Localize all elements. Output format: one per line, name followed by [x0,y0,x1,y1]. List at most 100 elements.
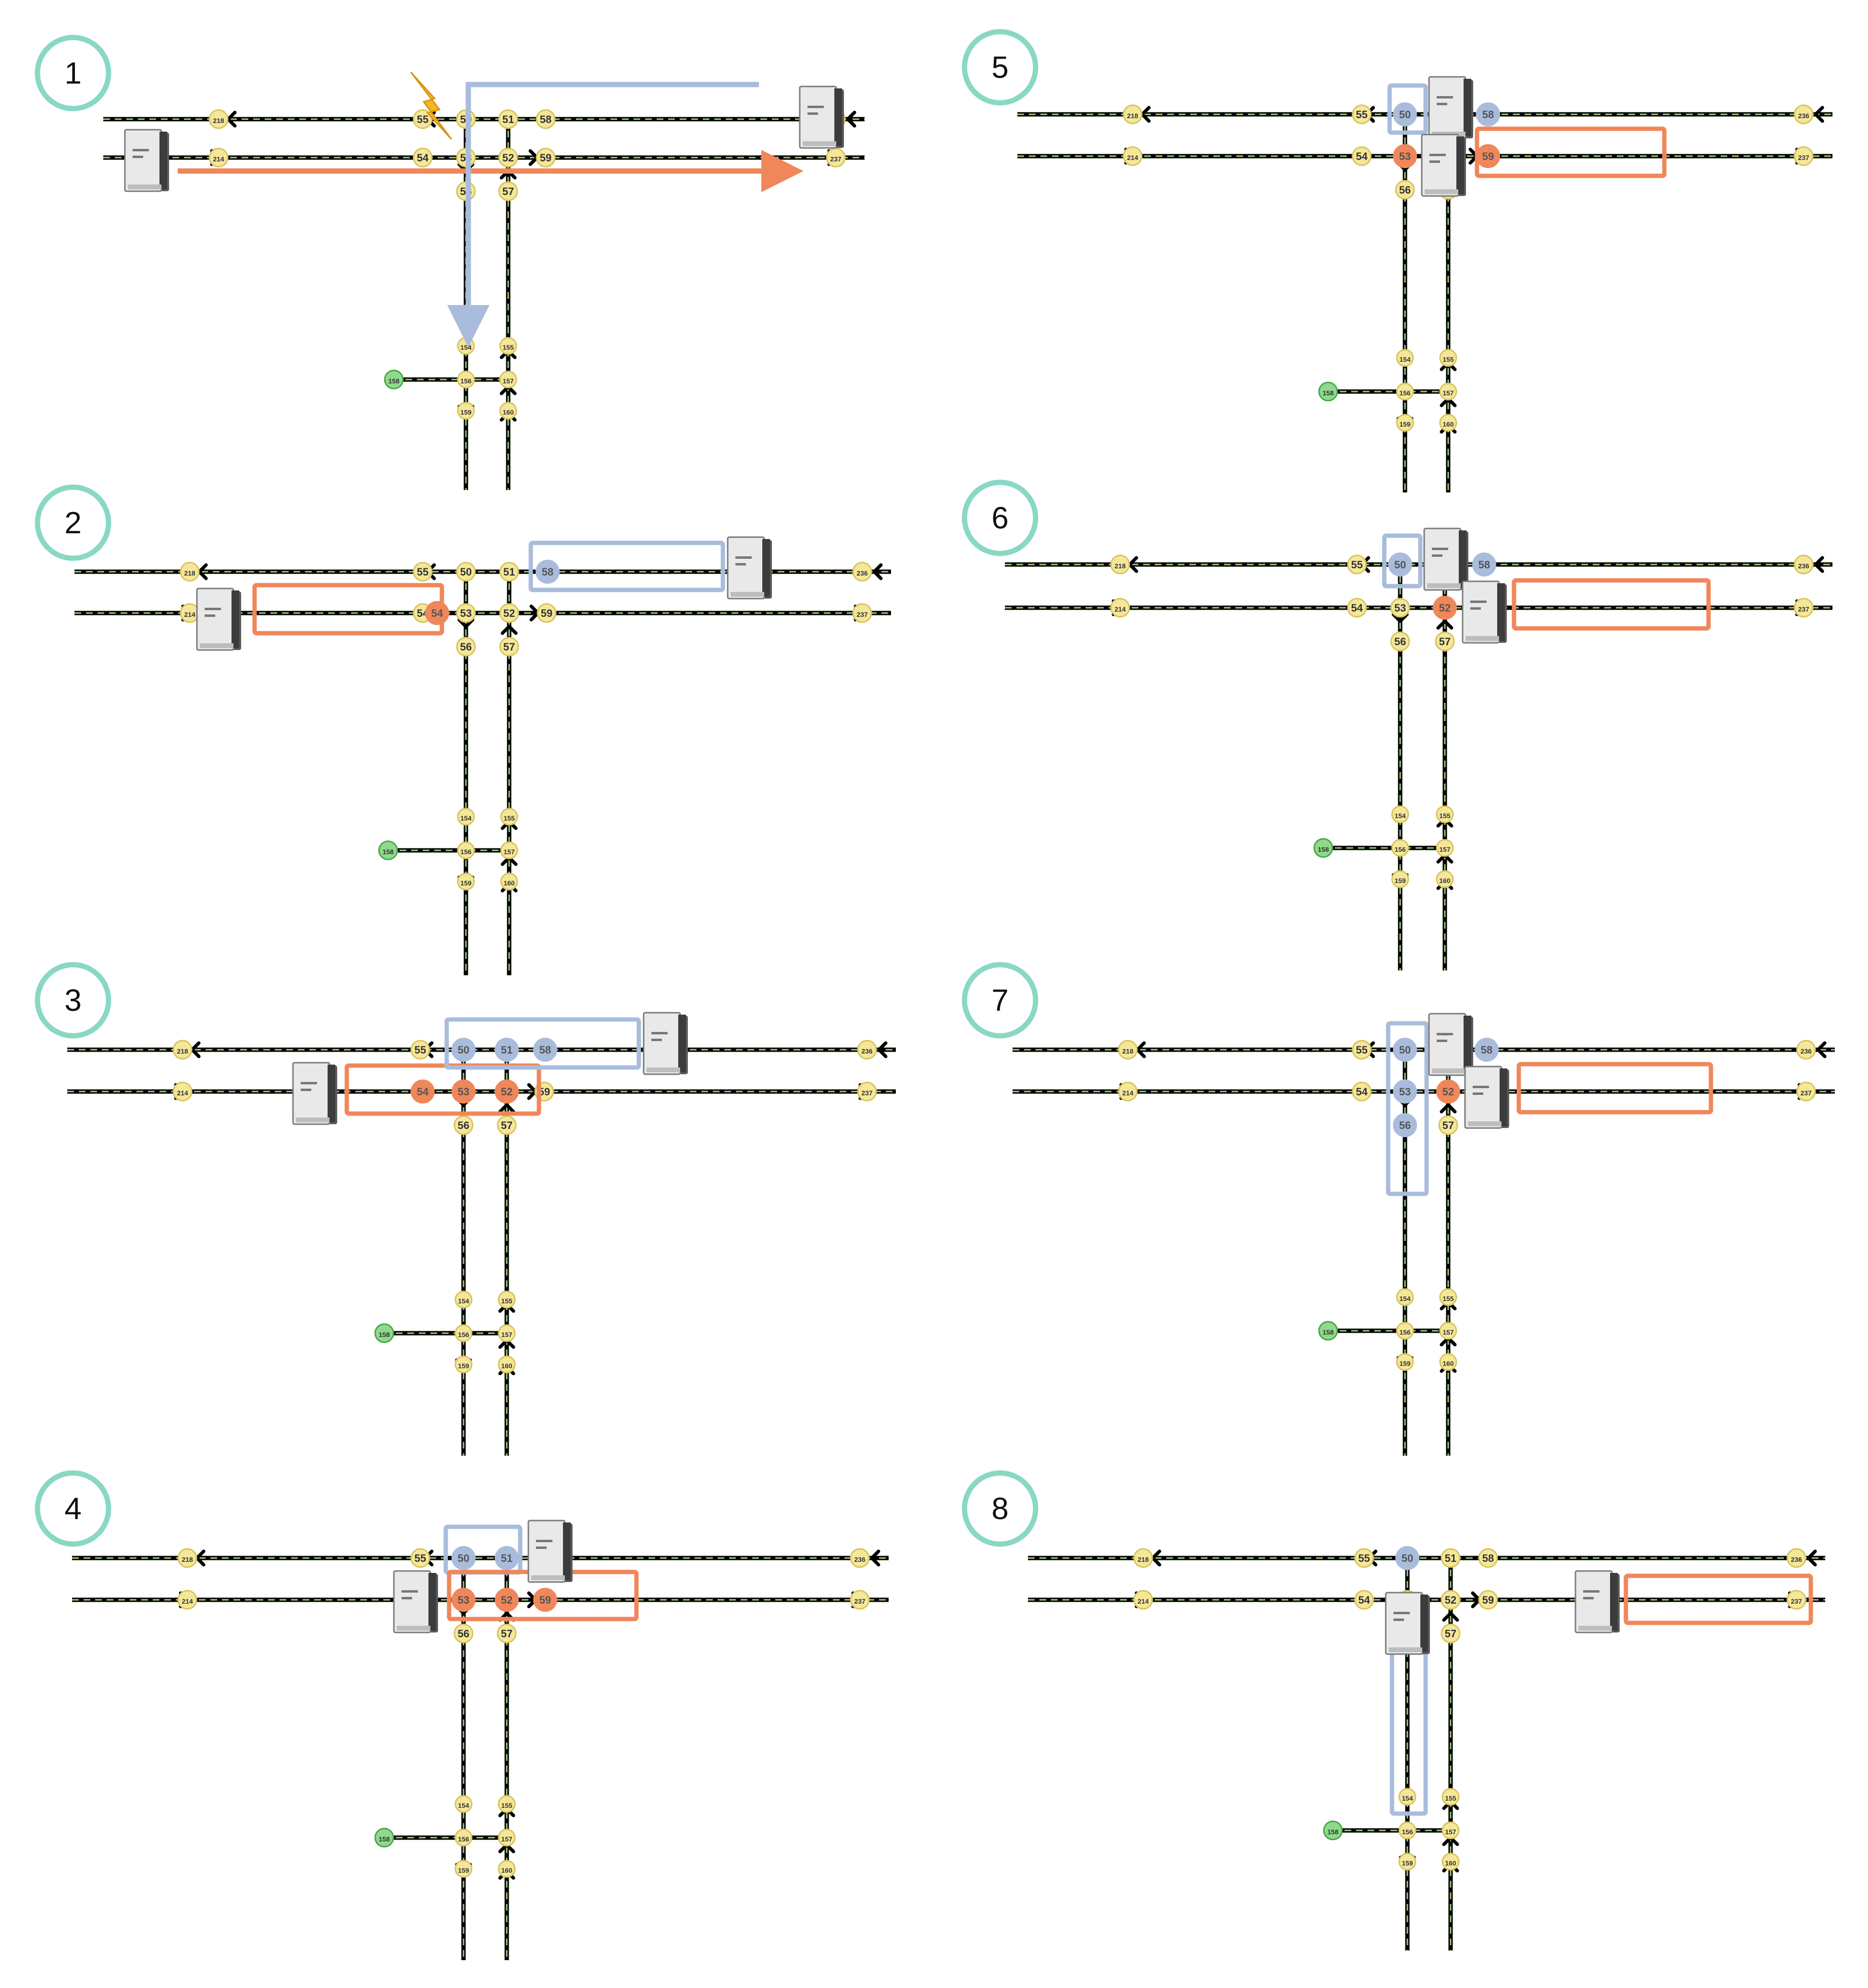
waypoint-label: 56 [1399,184,1411,196]
waypoint-label: 55 [417,113,428,125]
waypoint-node [1441,1788,1460,1806]
direction-chevron-icon [1392,613,1409,623]
waypoint-label: 159 [1399,1360,1411,1367]
waypoint-node [177,1548,197,1568]
waypoint-label: 237 [1791,1597,1802,1605]
waypoint-label: 237 [854,1597,866,1605]
waypoint-label: 159 [1394,877,1406,884]
waypoint-node [410,1548,430,1568]
waypoint-label: 237 [1800,1089,1812,1097]
waypoint-label: 57 [501,1119,513,1131]
waypoint-label: 237 [1798,154,1809,161]
waypoint-node [857,1081,877,1102]
direction-chevron-icon [1442,1611,1459,1622]
occupied-node [1388,552,1412,577]
occupied-node [1475,1038,1499,1062]
waypoint-label: 155 [503,814,515,822]
waypoint-node [1441,1853,1460,1871]
waypoint-node [413,562,433,582]
waypoint-node [1396,1322,1414,1340]
waypoint-label: 56 [458,1628,469,1640]
waypoint-node [1390,598,1410,618]
waypoint-node [453,1623,474,1644]
waypoint-node [1786,1590,1807,1610]
occupied-node [495,1588,519,1612]
robot-icon [196,588,241,651]
waypoint-label: 154 [460,814,472,822]
waypoint-node [498,1828,516,1847]
occupied-node [495,1546,519,1570]
waypoint-node [500,841,518,859]
waypoint-label: 160 [503,879,515,887]
occupied-node [533,1588,557,1612]
waypoint-node [1438,1115,1458,1135]
occupied-node [1476,102,1500,126]
occupied-node [495,1038,519,1062]
waypoint-label: 52 [1439,602,1451,614]
robot-icon [292,1062,337,1125]
waypoint-label: 154 [1399,356,1411,363]
waypoint-node [850,1548,870,1568]
occupied-node [452,1588,476,1612]
waypoint-label: 154 [1402,1794,1413,1802]
waypoint-label: 157 [1442,389,1454,397]
waypoint-label: 214 [177,1089,188,1097]
waypoint-node [384,369,404,390]
waypoint-label: 159 [460,408,472,416]
waypoint-label: 53 [1394,602,1406,614]
waypoint-label: 50 [458,1044,469,1056]
step-panel: 2182362142375550515854535259565715415515… [35,1470,889,1960]
waypoint-label: 52 [1445,1594,1456,1606]
step-number: 2 [64,505,82,540]
waypoint-label: 214 [1122,1089,1134,1097]
waypoint-node [1347,598,1367,618]
waypoint-label: 56 [460,641,472,653]
waypoint-label: 52 [1442,1086,1454,1098]
waypoint-label: 156 [1399,389,1411,397]
step-panel: 2182362142375550515854535259565715415515… [962,1470,1825,1951]
waypoint-label: 58 [1478,559,1490,571]
waypoint-label: 214 [213,155,224,163]
waypoint-node [499,337,517,355]
robot-icon [1385,1592,1430,1655]
waypoint-label: 218 [213,117,224,124]
waypoint-label: 159 [460,879,472,887]
waypoint-label: 236 [1798,112,1809,120]
waypoint-node [1478,1590,1498,1610]
waypoint-node [374,1323,394,1343]
waypoint-node [852,603,872,623]
waypoint-label: 154 [1399,1295,1411,1302]
robot-icon [643,1012,688,1075]
waypoint-node [1436,839,1454,857]
waypoint-node [1118,1081,1138,1102]
waypoint-label: 218 [177,1047,188,1055]
waypoint-label: 160 [502,408,514,416]
occupied-node [1393,102,1417,126]
waypoint-node [1439,1353,1457,1371]
waypoint-label: 158 [382,848,394,856]
waypoint-label: 218 [1114,562,1126,570]
occupied-node [1395,1546,1419,1570]
step-panel: 2182362142375550515854535259565715415515… [962,962,1835,1456]
waypoint-label: 154 [458,1297,469,1305]
occupied-node [452,1546,476,1570]
waypoint-node [1395,180,1415,200]
waypoint-label: 157 [503,848,515,856]
waypoint-label: 52 [502,152,514,164]
waypoint-node [177,1590,197,1610]
waypoint-label: 155 [501,1297,513,1305]
step-number: 4 [64,1491,82,1526]
robot-icon [1575,1570,1620,1633]
step-number: 6 [991,501,1009,535]
waypoint-node [456,603,476,623]
waypoint-node [1391,870,1409,888]
waypoint-label: 158 [388,377,400,385]
waypoint-node [498,1290,516,1309]
step-number: 1 [64,56,82,90]
waypoint-node [1354,1548,1374,1568]
waypoint-label: 157 [1442,1328,1454,1336]
waypoint-label: 214 [1137,1597,1149,1605]
waypoint-label: 50 [458,1552,469,1564]
waypoint-node [498,1795,516,1813]
waypoint-label: 159 [1399,420,1411,428]
